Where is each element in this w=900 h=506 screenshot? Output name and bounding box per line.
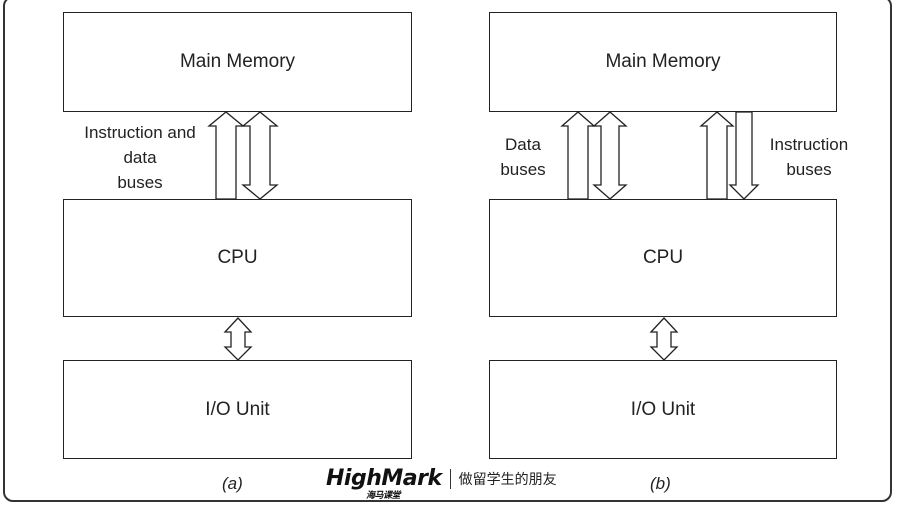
arrow-cpu-io-a (223, 317, 253, 361)
figure-frame (3, 0, 892, 502)
io-unit-box-a: I/O Unit (63, 360, 412, 459)
io-unit-label-b: I/O Unit (630, 398, 696, 420)
cpu-label-b: CPU (642, 247, 684, 268)
caption-b: (b) (650, 474, 671, 493)
bus-label-a-line3: buses (117, 173, 163, 192)
bus-label-a: Instruction and data buses (70, 120, 210, 195)
caption-a: (a) (222, 474, 243, 493)
data-bus-label-b: Data buses (492, 132, 554, 182)
io-unit-label-a: I/O Unit (205, 398, 270, 420)
logo-subtext: 海马课堂 (366, 491, 401, 501)
arrow-instr-up-b (699, 111, 735, 200)
main-memory-box-a: Main Memory (63, 12, 412, 112)
instr-bus-label-b: Instruction buses (760, 132, 858, 182)
arrow-data-up-b (560, 111, 596, 200)
logo-text: HighMark (326, 466, 442, 491)
bus-label-a-line1: Instruction and (84, 123, 196, 142)
instr-bus-label-b-line1: Instruction (769, 135, 849, 154)
cpu-box-b: CPU (489, 199, 837, 317)
arrow-data-bidir-b (592, 111, 628, 200)
arrow-cpu-io-b (649, 317, 679, 361)
logo-slogan: 做留学生的朋友 (458, 470, 557, 487)
main-memory-label-b: Main Memory (605, 51, 721, 72)
cpu-label-a: CPU (217, 247, 258, 268)
arrow-instr-down-b (728, 111, 760, 200)
highmark-logo: HighMark 海马课堂 做留学生的朋友 (326, 466, 557, 501)
bus-label-a-line2: data (123, 148, 157, 167)
main-memory-label-a: Main Memory (179, 51, 296, 72)
main-memory-box-b: Main Memory (489, 12, 837, 112)
data-bus-label-b-line1: Data (505, 135, 541, 154)
arrow-bidir-a (241, 111, 279, 200)
data-bus-label-b-line2: buses (500, 160, 546, 179)
io-unit-box-b: I/O Unit (489, 360, 837, 459)
instr-bus-label-b-line2: buses (786, 160, 832, 179)
logo-divider (449, 468, 451, 489)
cpu-box-a: CPU (63, 199, 412, 317)
arrow-up-a (207, 111, 245, 200)
logo-wordmark: HighMark 海马课堂 (326, 466, 442, 501)
